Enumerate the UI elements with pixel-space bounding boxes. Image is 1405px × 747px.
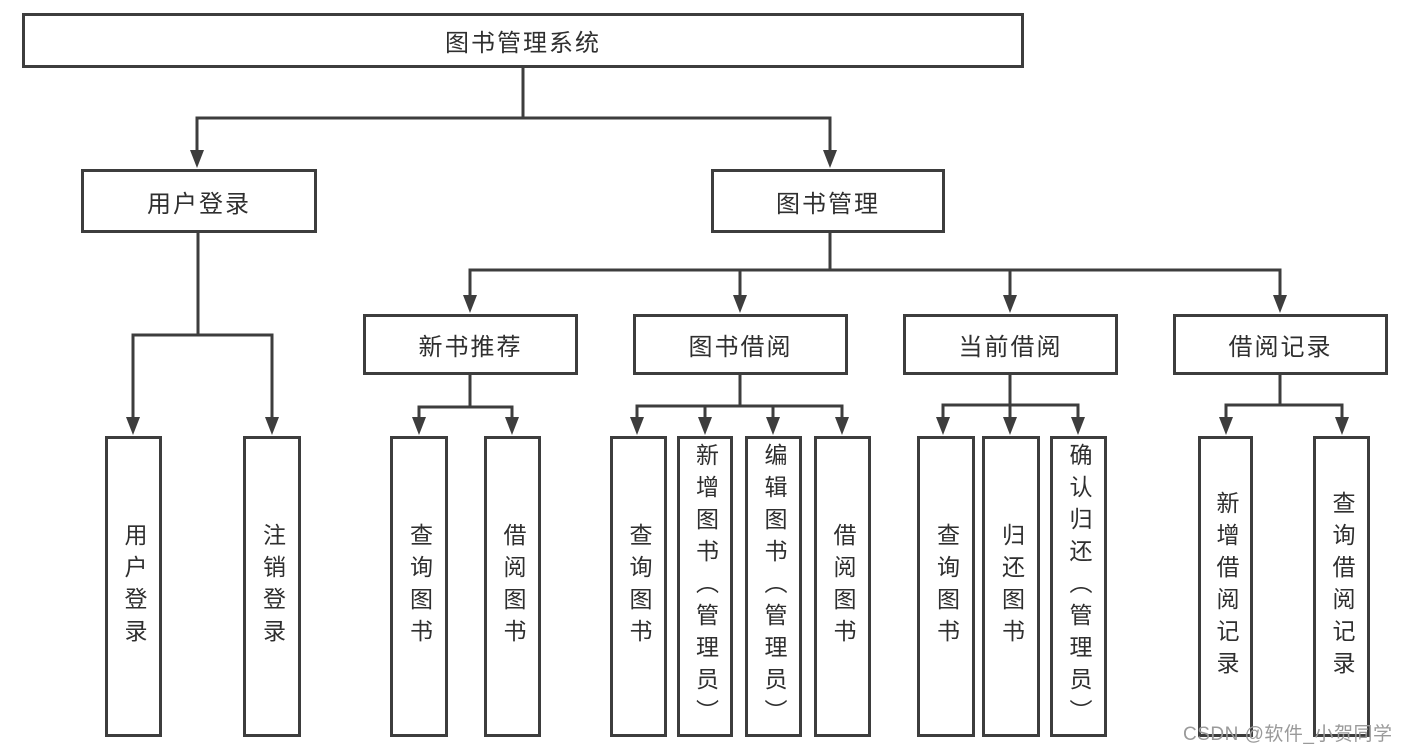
leaf-return-books: 归还图书 bbox=[982, 436, 1040, 737]
node-book-borrowing: 图书借阅 bbox=[633, 314, 848, 375]
leaf-confirm-return-admin: 确认归还（管理员） bbox=[1050, 436, 1107, 737]
node-user-login: 用户登录 bbox=[81, 169, 317, 233]
node-borrowing-records: 借阅记录 bbox=[1173, 314, 1388, 375]
tree-edges bbox=[131, 68, 1344, 419]
leaf-query-books-current: 查询图书 bbox=[917, 436, 975, 737]
leaf-user-login: 用户登录 bbox=[105, 436, 162, 737]
leaf-add-books-admin: 新增图书（管理员） bbox=[677, 436, 733, 737]
leaf-edit-books-admin: 编辑图书（管理员） bbox=[745, 436, 802, 737]
leaf-query-borrow-record: 查询借阅记录 bbox=[1313, 436, 1370, 737]
node-current-borrowing: 当前借阅 bbox=[903, 314, 1118, 375]
node-library-management-system: 图书管理系统 bbox=[22, 13, 1024, 68]
node-book-management: 图书管理 bbox=[711, 169, 945, 233]
leaf-logout: 注销登录 bbox=[243, 436, 301, 737]
leaf-query-books-borrow: 查询图书 bbox=[610, 436, 667, 737]
leaf-borrow-books: 借阅图书 bbox=[814, 436, 871, 737]
leaf-query-books-recommend: 查询图书 bbox=[390, 436, 448, 737]
leaf-add-borrow-record: 新增借阅记录 bbox=[1198, 436, 1253, 737]
watermark-text: CSDN @软件_小贺同学 bbox=[1183, 724, 1393, 745]
node-new-book-recommendation: 新书推荐 bbox=[363, 314, 578, 375]
leaf-borrow-books-recommend: 借阅图书 bbox=[484, 436, 541, 737]
